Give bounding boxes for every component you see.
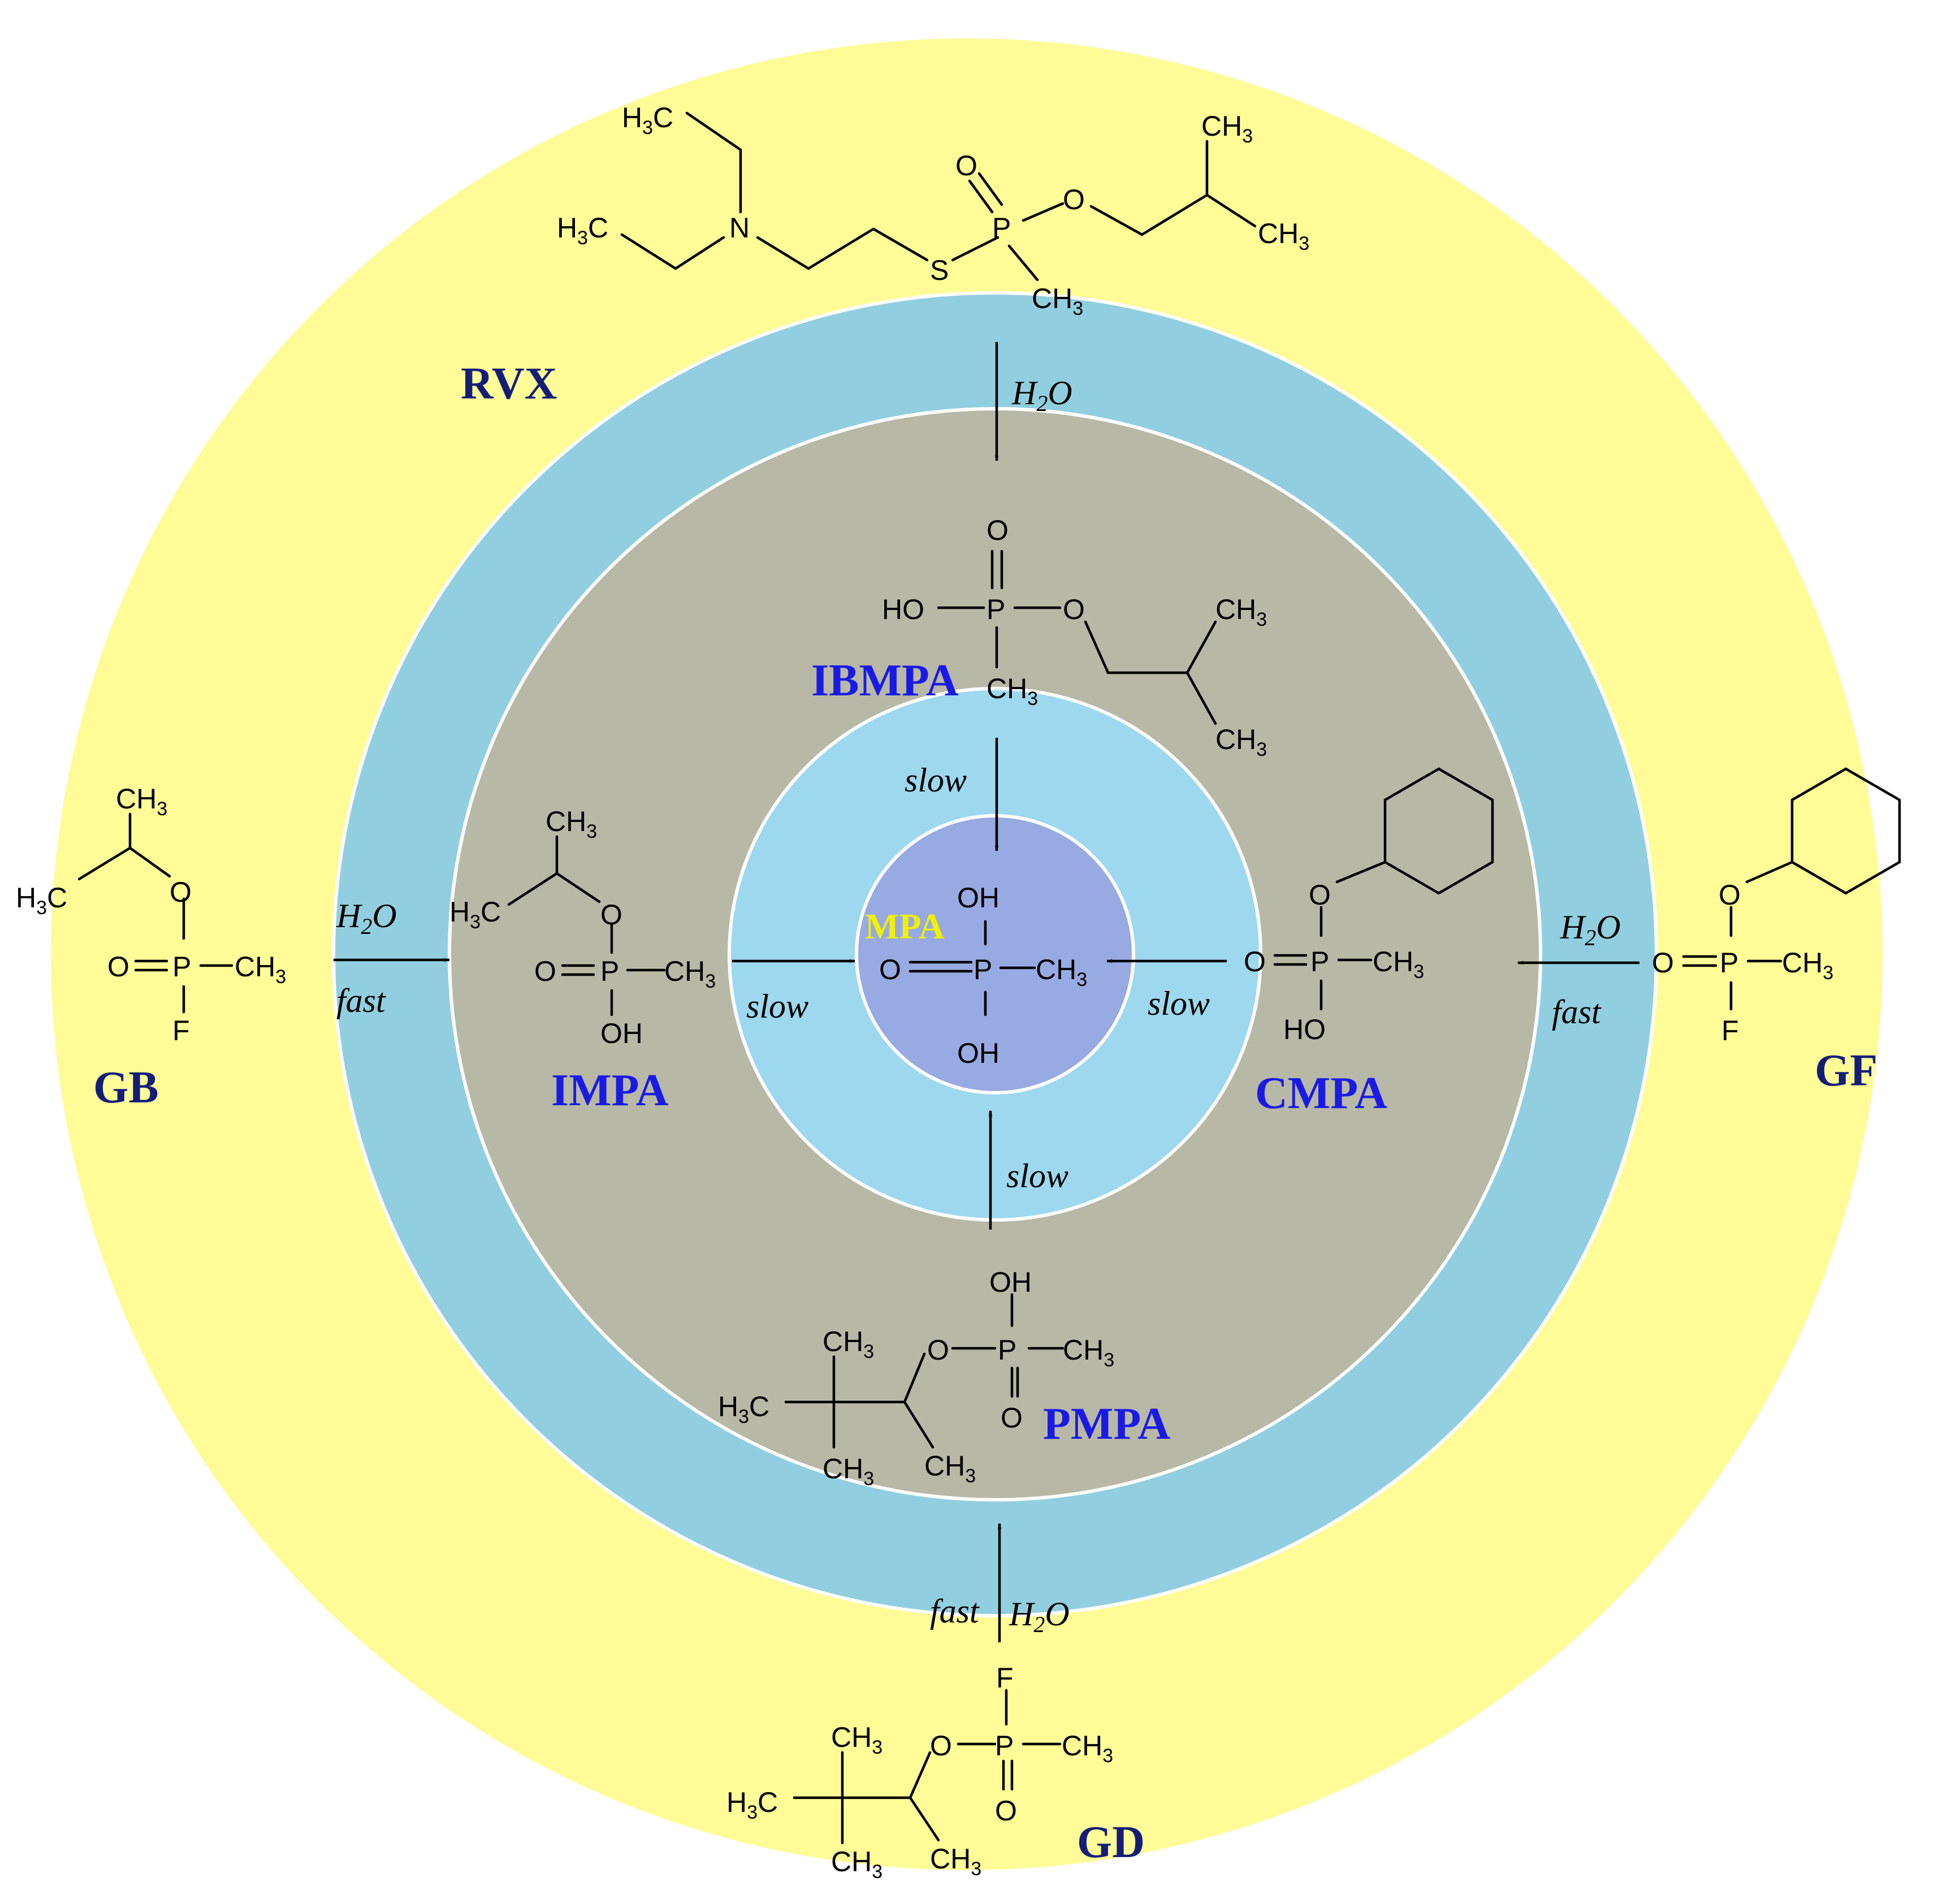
gd-o-ester: O [930, 1730, 952, 1762]
gd-structure [793, 1689, 1062, 1845]
ibmpa-slow-label: slow [905, 761, 967, 799]
pmpa-o-double: O [1001, 1402, 1023, 1434]
cmpa-label: CMPA [1255, 1068, 1387, 1118]
impa-o-double: O [534, 955, 556, 987]
gb-ch3: CH3 [235, 951, 286, 988]
pmpa-h3c: H3C [718, 1391, 769, 1427]
pmpa-ch3-p: CH3 [1063, 1334, 1114, 1371]
gf-structure [1682, 767, 1901, 1011]
rvx-ch3-top: CH3 [1201, 110, 1253, 147]
ibmpa-o-ester: O [1063, 594, 1085, 625]
gf-water-label: H2O [1560, 908, 1621, 950]
rvx-p: P [992, 212, 1011, 244]
gd-label: GD [1077, 1818, 1145, 1867]
ibmpa-ho: HO [882, 594, 924, 625]
impa-structure [507, 835, 666, 1016]
gd-f: F [996, 1662, 1014, 1694]
impa-ch3-top: CH3 [546, 806, 597, 842]
rvx-o-double: O [955, 150, 977, 181]
cmpa-ho: HO [1283, 1014, 1326, 1045]
cmpa-p: P [1310, 946, 1329, 977]
gb-h3c: H3C [16, 882, 67, 919]
rvx-s: S [930, 254, 949, 286]
pmpa-p: P [998, 1334, 1016, 1366]
pmpa-structure [784, 1293, 1065, 1449]
rvx-o-ester: O [1063, 184, 1085, 215]
gd-ch3-bottom: CH3 [831, 1846, 882, 1883]
impa-ch3: CH3 [664, 955, 716, 992]
cmpa-ch3: CH3 [1373, 946, 1424, 983]
pmpa-ch3-top: CH3 [823, 1326, 874, 1362]
gb-f: F [172, 1015, 190, 1046]
ibmpa-ch3-top: CH3 [1215, 594, 1267, 630]
gf-label: GF [1815, 1046, 1877, 1096]
cmpa-o-ester: O [1309, 879, 1331, 911]
impa-label: IMPA [551, 1066, 669, 1115]
gb-ch3-top: CH3 [116, 783, 167, 820]
rvx-ch3-right: CH3 [1258, 218, 1309, 254]
impa-o-ester: O [600, 899, 622, 931]
ibmpa-structure [937, 549, 1217, 725]
ibmpa-ch3-p: CH3 [987, 673, 1038, 709]
pmpa-ch3-bottom: CH3 [823, 1453, 874, 1490]
gf-ch3: CH3 [1782, 947, 1833, 984]
mpa-label: MPA [865, 906, 945, 946]
pmpa-slow-label: slow [1006, 1157, 1068, 1195]
rvx-ch3-p: CH3 [1032, 283, 1083, 319]
gd-fast-label: fast [930, 1593, 980, 1630]
ibmpa-label: IBMPA [811, 656, 959, 706]
mpa-ch3: CH3 [1036, 954, 1087, 990]
rvx-structure [620, 111, 1257, 282]
gd-ch3-right: CH3 [930, 1843, 981, 1880]
pmpa-label: PMPA [1043, 1399, 1170, 1449]
ibmpa-p: P [987, 594, 1005, 625]
cmpa-slow-label: slow [1148, 985, 1210, 1022]
mpa-structure [908, 920, 1036, 1016]
gf-o-double: O [1652, 947, 1674, 979]
gd-ch3-top: CH3 [831, 1721, 882, 1758]
gb-fast-label: fast [336, 982, 386, 1019]
pmpa-o-ester: O [927, 1334, 949, 1366]
impa-oh: OH [600, 1018, 643, 1049]
rvx-h3c-bottom: H3C [557, 212, 608, 249]
mpa-p: P [974, 954, 992, 985]
gb-p: P [172, 951, 191, 983]
mpa-o-double: O [879, 954, 901, 985]
pmpa-ch3-right: CH3 [924, 1450, 976, 1487]
gd-h3c: H3C [726, 1786, 778, 1823]
ibmpa-o-double: O [987, 514, 1009, 546]
gf-f: F [1721, 1015, 1739, 1046]
impa-slow-label: slow [746, 988, 808, 1025]
gd-water-label: H2O [1009, 1595, 1070, 1637]
mpa-oh-top: OH [957, 882, 1000, 914]
rvx-water-label: H2O [1011, 374, 1072, 416]
pmpa-oh: OH [989, 1266, 1032, 1298]
core-circle [855, 814, 1135, 1094]
impa-p: P [600, 955, 619, 987]
cmpa-structure [1273, 767, 1494, 1011]
gb-water-label: H2O [336, 897, 397, 939]
gd-ch3-p: CH3 [1062, 1730, 1113, 1767]
gd-p: P [995, 1730, 1014, 1762]
rvx-n: N [729, 212, 750, 244]
gf-fast-label: fast [1552, 993, 1602, 1031]
cmpa-o-double: O [1244, 946, 1266, 977]
gb-o-ester: O [170, 876, 192, 908]
impa-h3c: H3C [449, 896, 501, 933]
gb-label: GB [93, 1063, 159, 1113]
ibmpa-ch3-bottom: CH3 [1215, 724, 1267, 760]
gf-p: P [1720, 947, 1738, 979]
gf-o-ester: O [1719, 879, 1741, 911]
gb-structure [77, 812, 233, 1014]
gd-o-double: O [995, 1795, 1017, 1827]
rvx-h3c-top: H3C [622, 102, 673, 139]
mpa-oh-bottom: OH [957, 1037, 1000, 1069]
gb-o-double: O [107, 951, 129, 983]
rvx-label: RVX [461, 359, 557, 409]
